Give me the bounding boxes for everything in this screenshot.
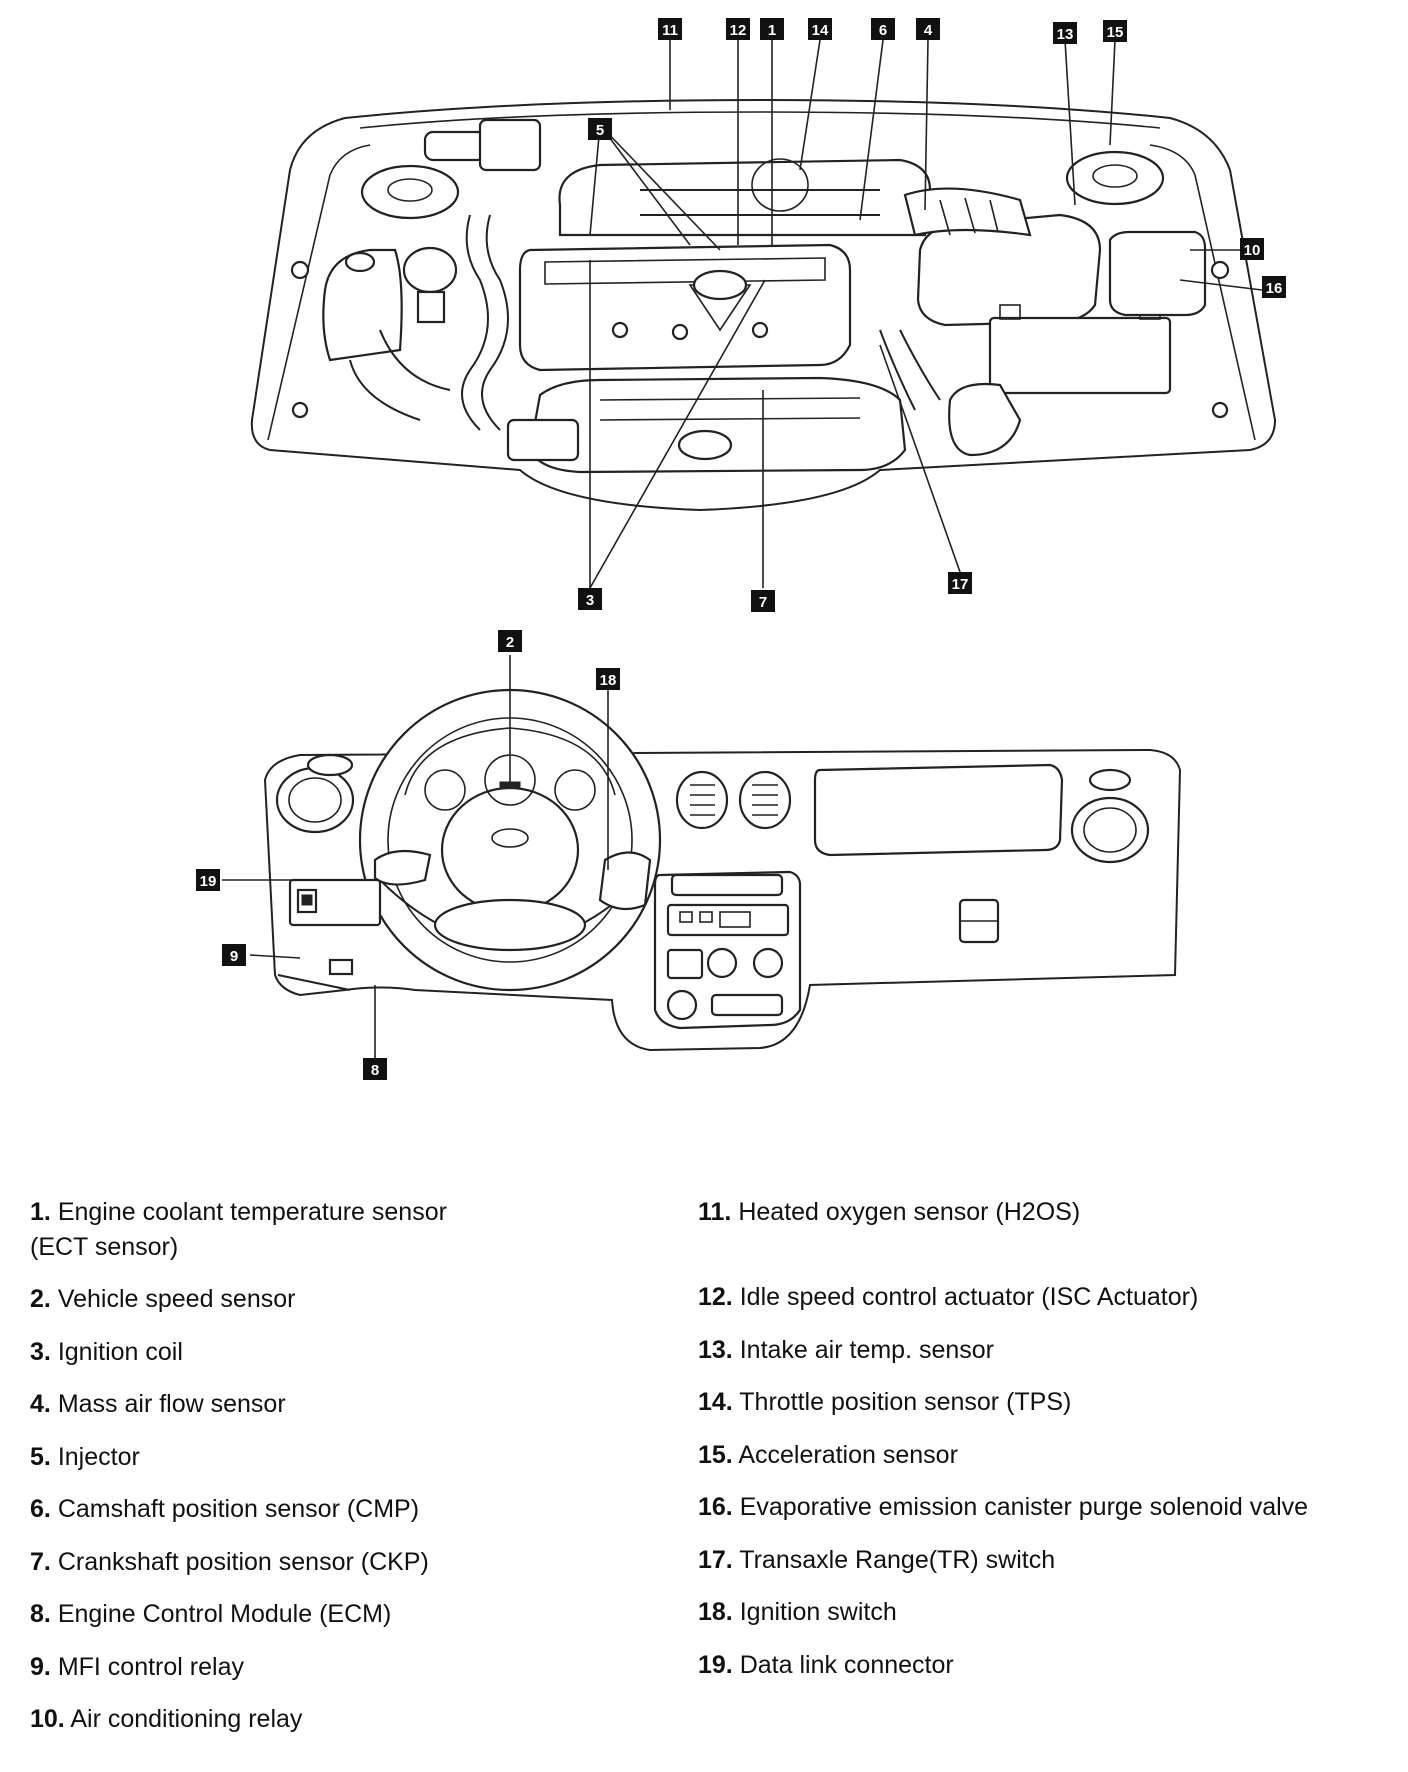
- battery: [988, 316, 1172, 395]
- legend-item: 7. Crankshaft position sensor (CKP): [30, 1548, 429, 1576]
- legend-item: 4. Mass air flow sensor: [30, 1390, 286, 1418]
- callout-2: 2: [498, 630, 522, 652]
- legend-item: 16. Evaporative emission canister purge …: [698, 1493, 1309, 1521]
- legend-item: 8. Engine Control Module (ECM): [30, 1600, 392, 1628]
- callout-9: 9: [222, 944, 246, 966]
- callout-11: 11: [658, 18, 682, 40]
- svg-text:5: 5: [596, 122, 604, 139]
- callout-19: 19: [196, 869, 220, 891]
- component-legend: 1. Engine coolant temperature sensor (EC…: [0, 1195, 1408, 1755]
- engine-leader-lines: [589, 39, 1263, 589]
- passenger-airbag-panel: [813, 763, 1064, 857]
- callout-7: 7: [751, 590, 775, 612]
- center-vent-left: [675, 770, 729, 830]
- callout-10: 10: [1240, 238, 1264, 260]
- svg-text:13: 13: [1057, 26, 1074, 43]
- legend-item: 17. Transaxle Range(TR) switch: [698, 1546, 1056, 1574]
- callout-4: 4: [916, 18, 940, 40]
- dashboard-leader-lines: [222, 655, 609, 1058]
- legend-item: 13. Intake air temp. sensor: [698, 1336, 995, 1364]
- legend-item: 9. MFI control relay: [30, 1653, 244, 1681]
- svg-text:14: 14: [812, 22, 829, 39]
- svg-text:17: 17: [952, 576, 969, 593]
- legend-column-right: 11. Heated oxygen sensor (H2OS) 12. Idle…: [698, 1195, 1404, 1679]
- legend-item: 1. Engine coolant temperature sensor (EC…: [30, 1198, 447, 1261]
- callout-3: 3: [578, 588, 602, 610]
- legend-item: 5. Injector: [30, 1443, 140, 1471]
- callout-16: 16: [1262, 276, 1286, 298]
- svg-text:18: 18: [600, 672, 617, 689]
- engine-bay-illustration: [250, 98, 1277, 512]
- oil-filler-cap: [692, 269, 748, 301]
- callout-14: 14: [808, 18, 832, 40]
- left-strut-tower: [360, 164, 460, 220]
- callout-6: 6: [871, 18, 895, 40]
- callout-8: 8: [363, 1058, 387, 1080]
- legend-column-left: 1. Engine coolant temperature sensor (EC…: [30, 1195, 650, 1733]
- svg-text:11: 11: [662, 22, 678, 39]
- svg-text:3: 3: [586, 592, 594, 609]
- dashboard-illustration: [263, 688, 1182, 1052]
- svg-text:8: 8: [371, 1062, 379, 1079]
- svg-text:4: 4: [924, 22, 933, 39]
- callout-12: 12: [726, 18, 750, 40]
- legend-item: 14. Throttle position sensor (TPS): [698, 1388, 1072, 1416]
- callout-18: 18: [596, 668, 620, 690]
- center-vent-right: [738, 770, 792, 830]
- intake-duct: [558, 158, 932, 237]
- legend-item: 6. Camshaft position sensor (CMP): [30, 1495, 420, 1523]
- legend-item: 2. Vehicle speed sensor: [30, 1285, 296, 1313]
- legend-item: 19. Data link connector: [698, 1651, 954, 1679]
- svg-text:12: 12: [730, 22, 747, 39]
- valve-cover: [518, 243, 852, 372]
- svg-text:6: 6: [879, 22, 887, 39]
- callout-1: 1: [760, 18, 784, 40]
- svg-text:2: 2: [506, 634, 514, 651]
- svg-text:7: 7: [759, 594, 767, 611]
- callout-5: 5: [588, 118, 612, 140]
- callout-13: 13: [1053, 22, 1077, 44]
- legend-item: 12. Idle speed control actuator (ISC Act…: [698, 1283, 1199, 1311]
- svg-text:10: 10: [1244, 242, 1261, 259]
- wiper-motor: [423, 130, 487, 162]
- callout-17: 17: [948, 572, 972, 594]
- legend-item: 3. Ignition coil: [30, 1338, 183, 1366]
- svg-text:9: 9: [230, 948, 238, 965]
- legend-item: 10. Air conditioning relay: [30, 1705, 303, 1733]
- svg-text:15: 15: [1107, 24, 1124, 41]
- relay-box: [1108, 230, 1207, 317]
- component-location-diagram: 11 12 1 14 6 4 13 15 5 10 16 17 3 7 2 18…: [196, 18, 1286, 1080]
- callout-15: 15: [1103, 20, 1127, 42]
- svg-text:16: 16: [1266, 280, 1283, 297]
- legend-item: 11. Heated oxygen sensor (H2OS): [698, 1198, 1081, 1226]
- legend-item: 18. Ignition switch: [698, 1598, 897, 1626]
- fluid-reservoir: [402, 246, 458, 294]
- svg-text:1: 1: [768, 22, 776, 39]
- svg-text:19: 19: [200, 873, 217, 890]
- right-strut-tower: [1065, 150, 1165, 206]
- legend-item: 15. Acceleration sensor: [698, 1441, 958, 1469]
